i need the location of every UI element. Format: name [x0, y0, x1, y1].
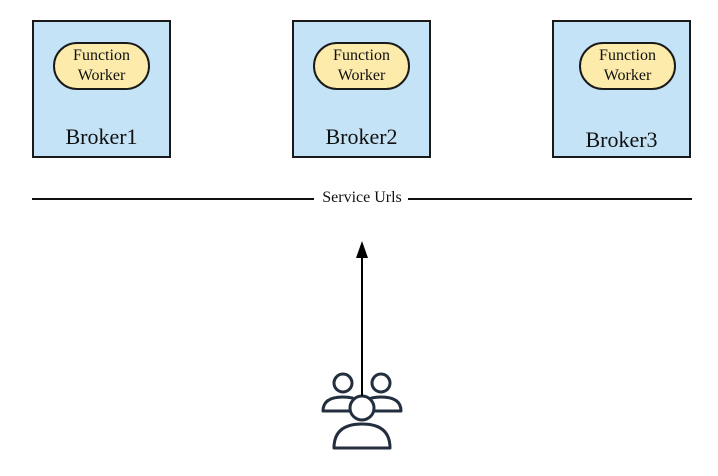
service-urls-label: Service Urls	[322, 189, 402, 206]
function-worker-2: Function Worker	[313, 42, 410, 90]
users-group-icon	[321, 372, 403, 450]
broker-2-label: Broker2	[325, 124, 398, 149]
function-worker-1-line1: Function	[73, 47, 130, 64]
function-worker-2-line2: Worker	[337, 67, 386, 84]
function-worker-1: Function Worker	[53, 42, 150, 90]
function-worker-3-line1: Function	[599, 47, 656, 64]
broker-1-box: Function Worker Broker1	[32, 20, 171, 158]
request-arrow	[356, 241, 368, 396]
broker-1-label: Broker1	[65, 124, 138, 149]
broker-3-label: Broker3	[585, 127, 658, 152]
function-worker-1-line2: Worker	[77, 67, 126, 84]
function-worker-2-line1: Function	[333, 47, 390, 64]
service-bus-line-right	[408, 198, 692, 200]
function-worker-3-line2: Worker	[603, 67, 652, 84]
broker-3-box: Function Worker Broker3	[552, 20, 691, 158]
service-bus-line-left	[32, 198, 314, 200]
broker-2-box: Function Worker Broker2	[292, 20, 431, 158]
function-worker-3: Function Worker	[579, 42, 676, 90]
